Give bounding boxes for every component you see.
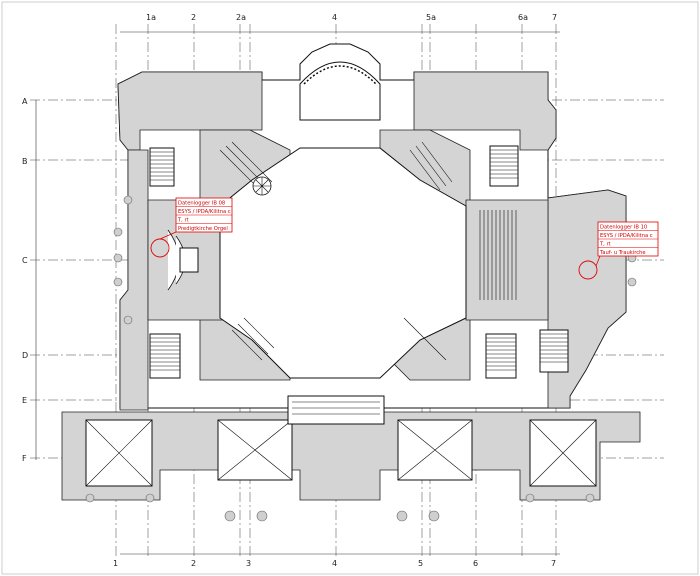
grid-label-1a: 1a	[146, 13, 156, 22]
grid-label-bottom-4: 4	[332, 559, 337, 568]
grid-label-bottom-1: 1	[113, 559, 118, 568]
spiral-stair	[252, 176, 272, 196]
grid-label-B: B	[22, 157, 28, 166]
grid-label-bottom-5: 5	[418, 559, 423, 568]
grid-label-6a: 6a	[518, 13, 528, 22]
callout-right: Datenlogger IB 10 ESYS / IPDA/Kilitna c …	[578, 221, 659, 280]
grid-label-A: A	[22, 97, 28, 106]
grid-label-bottom-6: 6	[473, 559, 478, 568]
diagonal-stairs	[219, 141, 453, 361]
grid-label-7: 7	[552, 13, 557, 22]
grid-label-bottom-2: 2	[191, 559, 196, 568]
grid-label-2: 2	[191, 13, 196, 22]
callout-left-line-3: T, rt	[177, 218, 189, 224]
stair-bottom-left	[149, 333, 181, 379]
bottom-wing	[61, 395, 641, 501]
organ-pipes	[479, 210, 517, 300]
grid-label-bottom-3: 3	[246, 559, 251, 568]
callout-right-line-4: Tauf- u Traukirche	[599, 250, 646, 256]
grid-label-2a: 2a	[236, 13, 246, 22]
grid-label-5a: 5a	[426, 13, 436, 22]
stair-bottom-right	[485, 329, 569, 379]
grid-label-bottom-7: 7	[551, 559, 556, 568]
grid-label-D: D	[22, 351, 28, 360]
callout-left: Datenlogger IB 08 ESYS / IPDA/Kilitna c …	[150, 197, 233, 258]
callout-left-line-2: ESYS / IPDA/Kilitna c	[178, 209, 231, 215]
callout-right-line-1: Datenlogger IB 10	[600, 225, 647, 231]
callout-right-line-2: ESYS / IPDA/Kilitna c	[600, 233, 653, 239]
callout-right-line-3: T, rt	[599, 242, 611, 248]
stair-top-right	[489, 145, 519, 187]
pulpit-left	[167, 229, 199, 291]
grid-label-F: F	[22, 454, 27, 463]
grid-label-E: E	[22, 396, 27, 405]
grid-label-4: 4	[332, 13, 337, 22]
grid-label-C: C	[22, 256, 28, 265]
columns	[85, 195, 637, 522]
sensor-marker-right	[578, 260, 598, 280]
callout-left-line-1: Datenlogger IB 08	[178, 201, 225, 207]
callout-left-line-4: Predigtkirche Orgel	[178, 226, 228, 232]
stair-top-left	[149, 147, 175, 187]
